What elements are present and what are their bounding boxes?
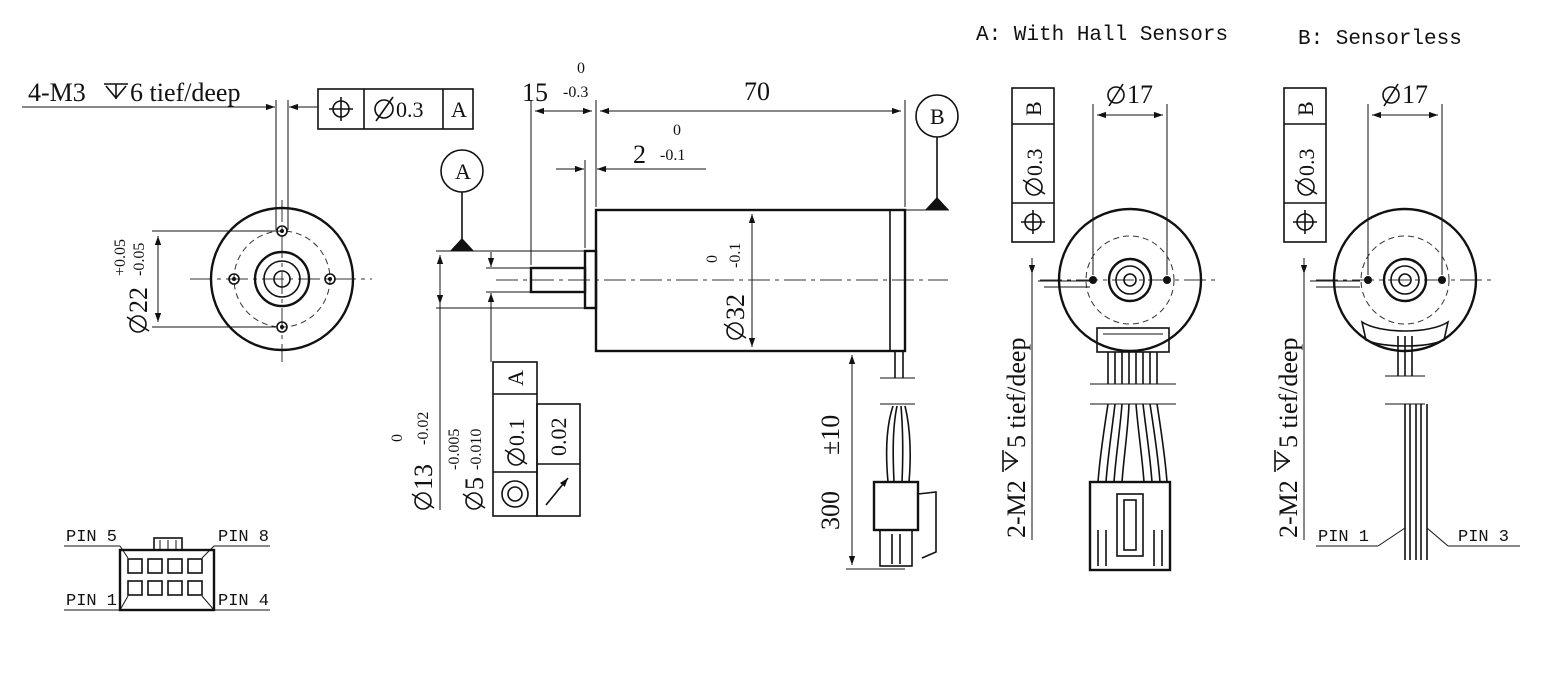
runout-tol: 0.02: [546, 418, 571, 457]
depth-symbol-icon: [104, 83, 128, 100]
sl-thread: 2-M2: [1274, 480, 1303, 538]
sl-pin-right: PIN 3: [1458, 528, 1509, 547]
datum-a-label: A: [455, 159, 471, 184]
runout-arrow-icon: [545, 477, 569, 506]
conn-pin-4: PIN 4: [218, 592, 269, 611]
sl-pin-left: PIN 1: [1318, 528, 1369, 547]
hall-depth-symbol-icon: [1002, 450, 1019, 472]
sl-bc-dia-symbol-icon: [1382, 83, 1400, 107]
sl-position-icon: [1293, 210, 1317, 234]
shaft-upper: -0.005: [446, 429, 463, 470]
front-view: 4-M3 6 tief/deep 0.3 A: [22, 78, 474, 362]
hall-thread-depth: 5 tief/deep: [1002, 338, 1031, 448]
hall-datum: B: [1021, 101, 1046, 116]
pilot-upper: 0: [389, 434, 406, 442]
sl-dia-symbol-icon: [1294, 178, 1318, 196]
body-diameter: 32: [721, 294, 750, 320]
front-datum: A: [451, 97, 467, 122]
conn-pin-8: PIN 8: [218, 528, 269, 547]
shaft-diameter: 5: [460, 477, 489, 490]
side-view: 15 0 -0.3 70 2 0 -0.1 A B 32: [389, 60, 959, 570]
front-tol-upper: +0.05: [112, 239, 129, 276]
conn-pin-5: PIN 5: [66, 528, 117, 547]
shaft-length-lower: -0.3: [563, 84, 588, 101]
hall-position-tol: 0.3: [1022, 149, 1047, 177]
hall-bolt-circle: 17: [1127, 80, 1153, 109]
header-hall-sensors: A: With Hall Sensors: [976, 24, 1228, 47]
conc-dia-symbol-icon: [504, 448, 528, 466]
body-dia-lower: -0.1: [727, 243, 744, 268]
front-thread-depth: 6 tief/deep: [130, 78, 240, 107]
lead-tolerance: ±10: [816, 415, 845, 455]
sl-bolt-circle: 17: [1402, 80, 1428, 109]
flange-lower: -0.1: [660, 147, 685, 164]
conc-datum: A: [503, 370, 528, 386]
shaft-length-upper: 0: [577, 60, 585, 77]
sensorless-view: B 0.3 17: [1274, 80, 1520, 560]
lead-length: 300: [816, 491, 845, 530]
connector-pinout: PIN 5 PIN 8 PIN 1 PIN 4: [64, 528, 270, 612]
shaft-lower: -0.010: [468, 429, 485, 470]
conn-pin-1: PIN 1: [66, 592, 117, 611]
front-tol-lower: -0.05: [131, 243, 148, 276]
position-symbol-icon: [329, 97, 353, 121]
front-position-tol: 0.3: [396, 97, 424, 122]
shaft-dia-symbol-icon: [462, 492, 486, 510]
body-dia-upper: 0: [704, 255, 721, 263]
shaft-length: 15: [522, 78, 548, 107]
hall-sensor-view: B 0.3 17: [1002, 80, 1218, 572]
sl-datum: B: [1293, 101, 1318, 116]
hall-bc-dia-symbol-icon: [1107, 83, 1125, 107]
sl-depth-symbol-icon: [1274, 450, 1291, 472]
hall-thread: 2-M2: [1002, 480, 1031, 538]
diameter-symbol-icon: [374, 96, 394, 122]
hall-dia-symbol-icon: [1022, 178, 1046, 196]
datum-b-label: B: [930, 104, 945, 129]
pilot-lower: -0.02: [415, 412, 432, 445]
sl-position-tol: 0.3: [1294, 149, 1319, 177]
flange-length: 2: [633, 140, 646, 169]
body-dia-symbol-icon: [723, 322, 747, 340]
flange-upper: 0: [673, 122, 681, 139]
hall-position-icon: [1021, 210, 1045, 234]
front-thread-label: 4-M3: [28, 78, 86, 107]
concentricity-tol: 0.1: [504, 419, 529, 447]
header-sensorless: B: Sensorless: [1298, 28, 1462, 51]
sl-thread-depth: 5 tief/deep: [1274, 338, 1303, 448]
front-dia-symbol-icon: [126, 315, 150, 333]
concentricity-symbol-icon: [501, 480, 529, 508]
body-length: 70: [744, 77, 770, 106]
pilot-dia-symbol-icon: [411, 492, 435, 510]
pilot-diameter: 13: [409, 464, 438, 490]
front-diameter: 22: [124, 287, 153, 313]
